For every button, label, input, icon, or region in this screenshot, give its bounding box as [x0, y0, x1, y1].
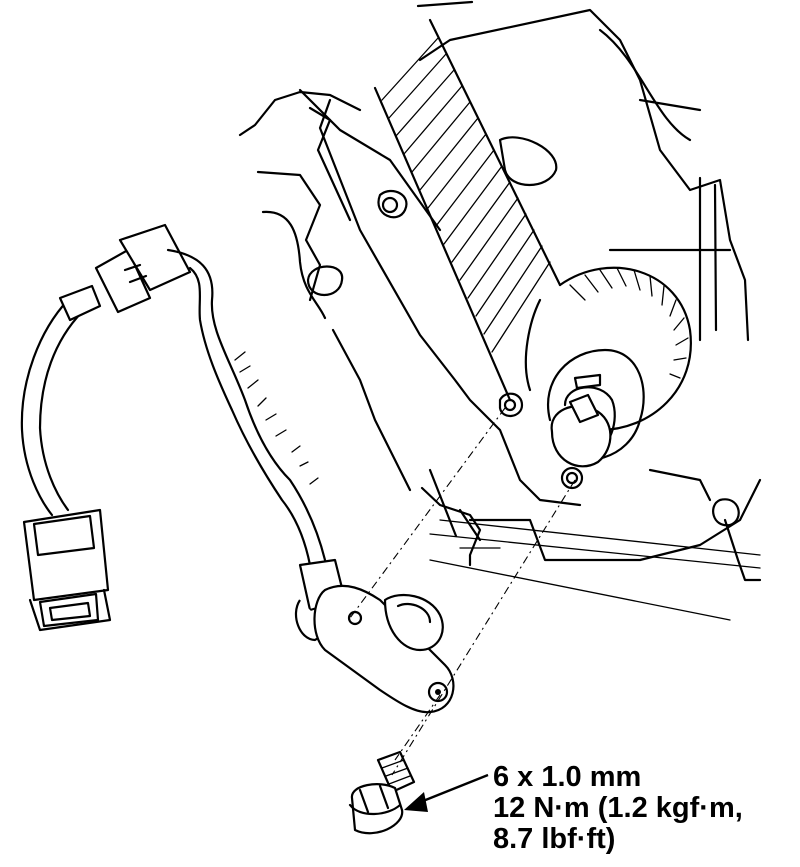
- sensor-harness: [20, 223, 347, 632]
- bolt-size-label: 6 x 1.0 mm: [493, 761, 642, 793]
- crankshaft-pulley: [524, 266, 692, 468]
- engine-block: [238, 0, 762, 621]
- crankshaft-position-sensor: [294, 584, 455, 714]
- timing-belt-back-cover: [308, 98, 584, 507]
- torque-spec-line2: 8.7 lbf·ft): [493, 823, 616, 855]
- bolt-torque-callout: 6 x 1.0 mm 12 N·m (1.2 kgf·m, 8.7 lbf·ft…: [493, 762, 743, 855]
- timing-belt: [373, 18, 562, 402]
- callout-arrow: [404, 773, 489, 812]
- mounting-bolt: [348, 750, 416, 835]
- alignment-lines: [349, 407, 576, 776]
- torque-spec-line1: 12 N·m (1.2 kgf·m,: [493, 792, 743, 824]
